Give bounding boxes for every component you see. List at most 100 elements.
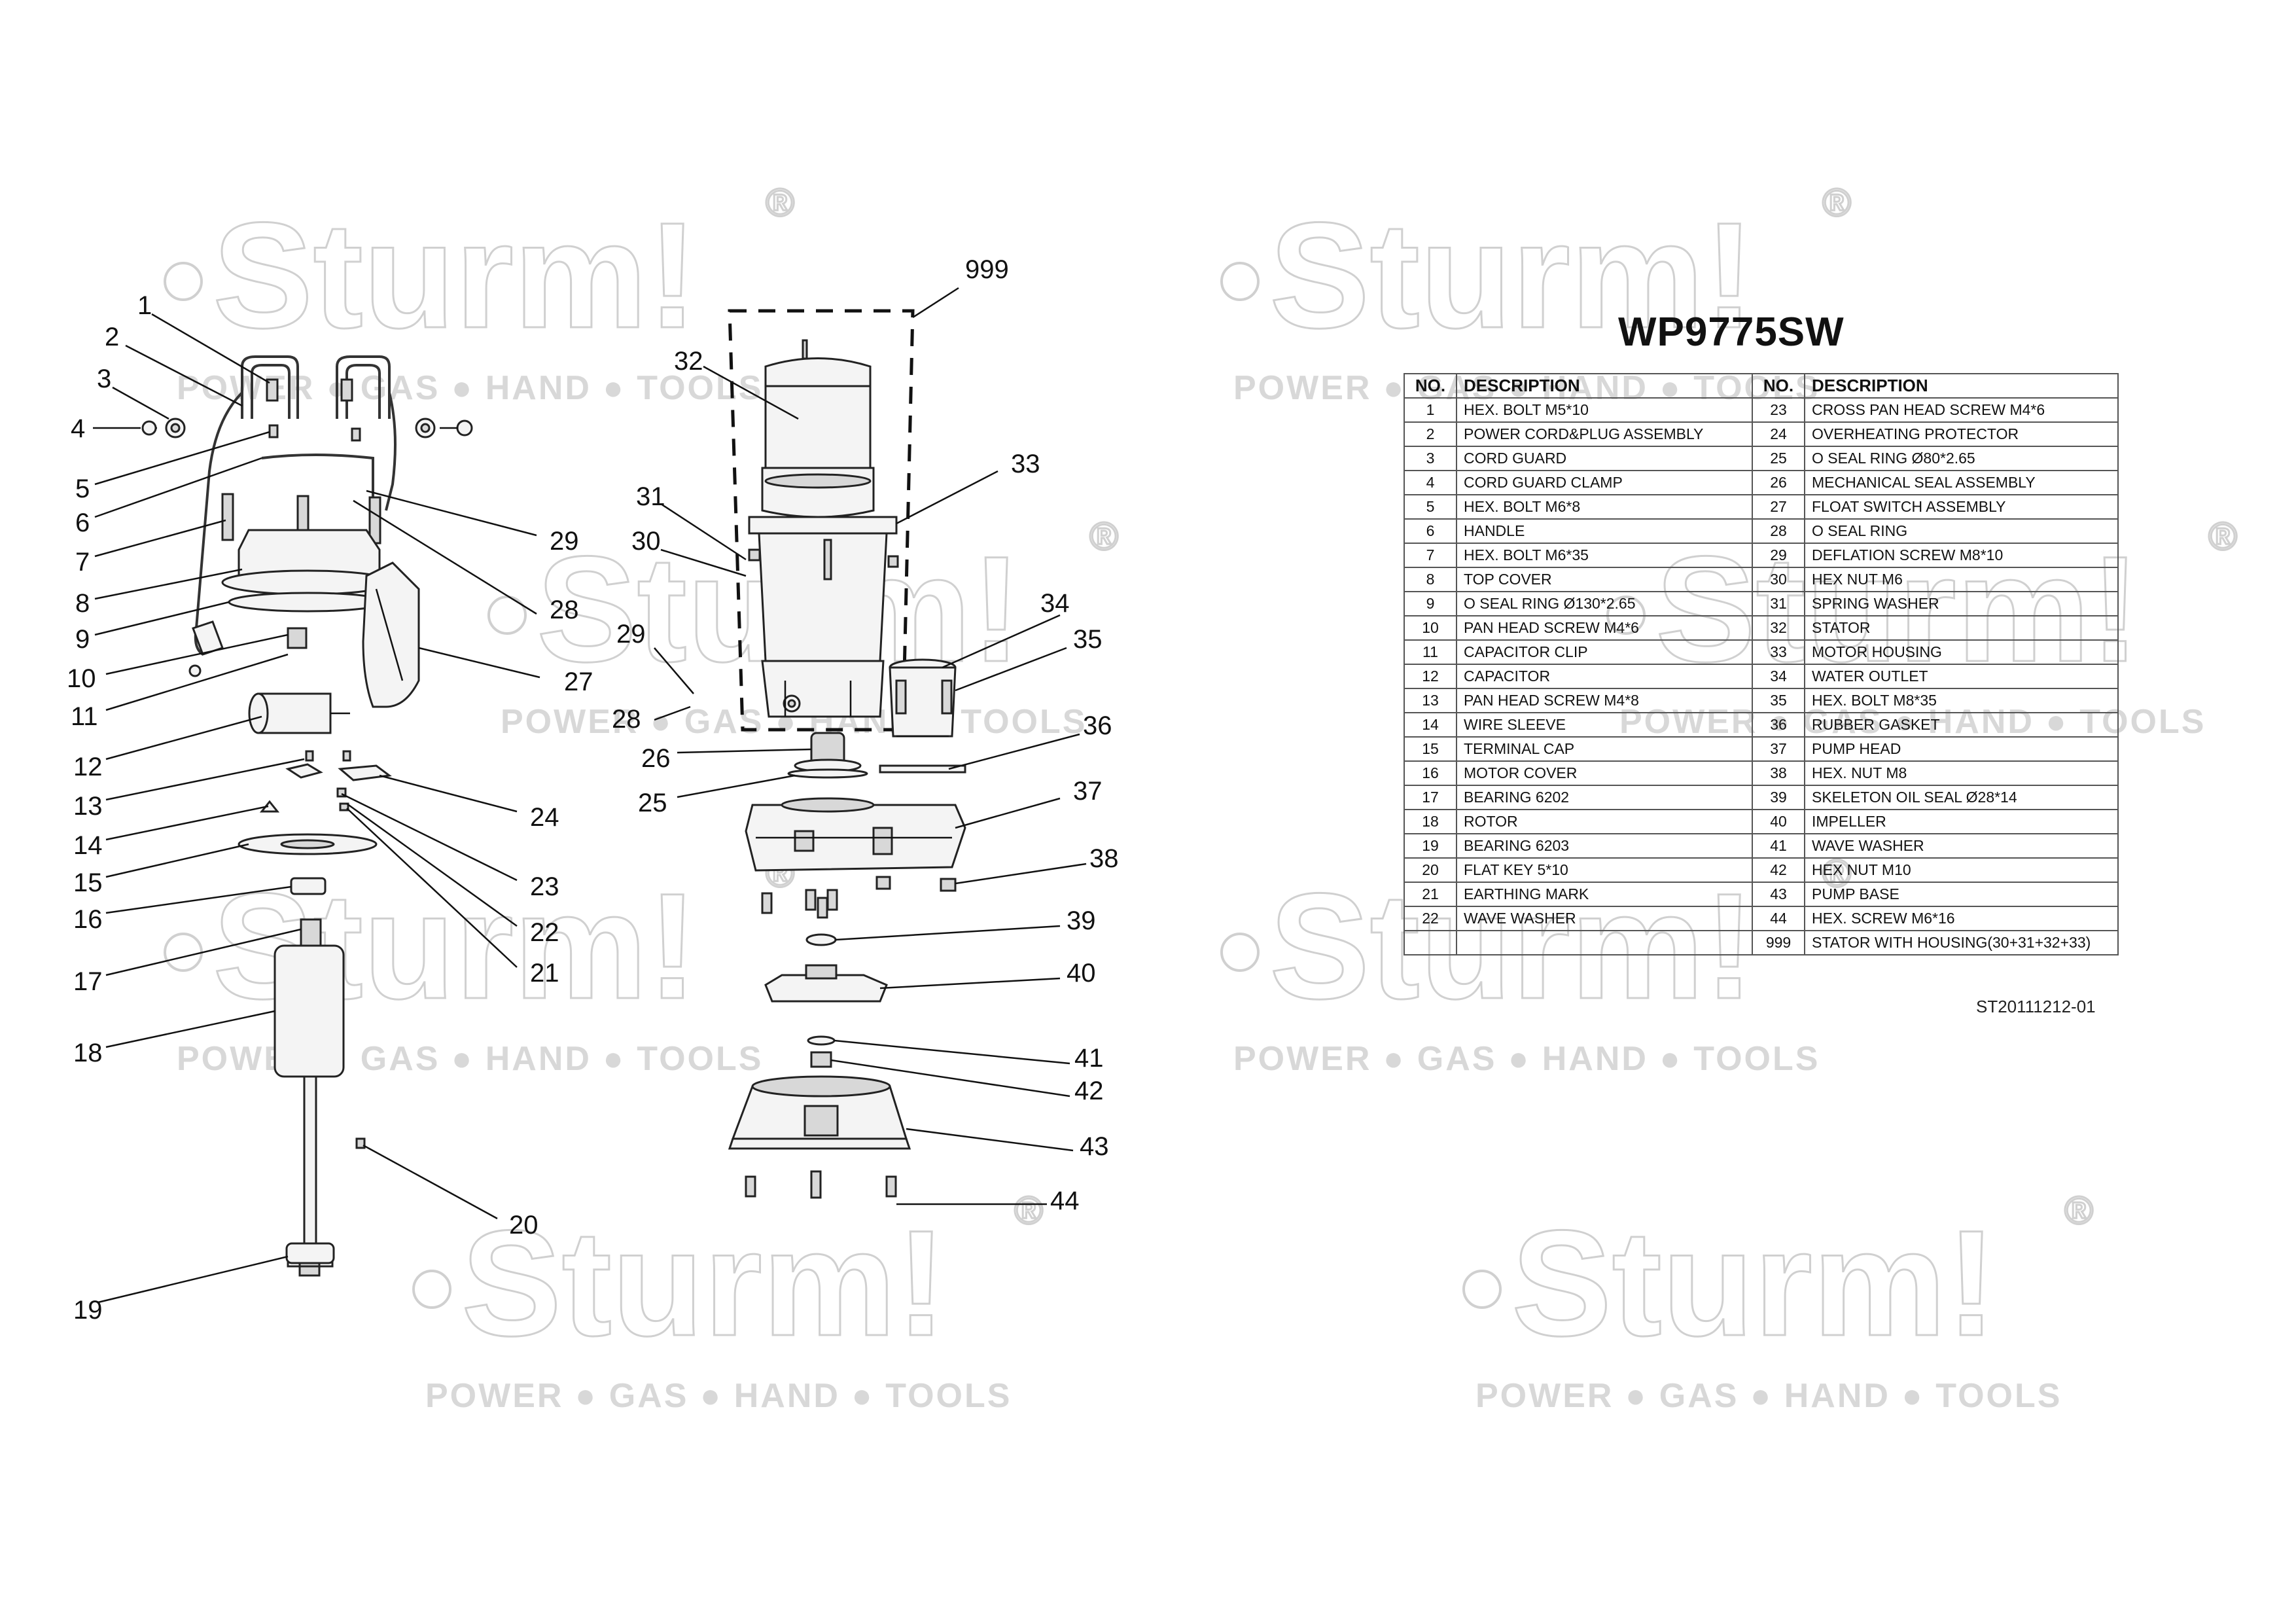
left-no: 21 — [1404, 882, 1457, 907]
watermark-logo-dot — [412, 1270, 451, 1309]
watermark-registered-mark: ® — [766, 181, 794, 224]
callout-6: 6 — [75, 508, 90, 537]
left-no: 22 — [1404, 906, 1457, 931]
left-description: TOP COVER — [1456, 567, 1753, 592]
left-description: POWER CORD&PLUG ASSEMBLY — [1456, 421, 1753, 447]
table-header-row: NO. DESCRIPTION NO. DESCRIPTION — [1404, 373, 2119, 399]
left-description: HEX. BOLT M6*8 — [1456, 494, 1753, 520]
watermark-brand: Sturm! — [213, 191, 698, 359]
header-description-right: DESCRIPTION — [1804, 373, 2119, 399]
right-no: 24 — [1752, 421, 1805, 447]
cord-guard-parts — [141, 418, 473, 438]
left-description: WIRE SLEEVE — [1456, 712, 1753, 738]
oil-seal — [805, 933, 837, 946]
callout-35: 35 — [1073, 625, 1103, 654]
capacitor-group — [248, 692, 392, 813]
model-title: WP9775SW — [1618, 310, 1845, 355]
right-no: 37 — [1752, 736, 1805, 762]
callout-17: 17 — [73, 967, 103, 996]
right-no: 33 — [1752, 639, 1805, 665]
left-no — [1404, 930, 1457, 955]
right-description: CROSS PAN HEAD SCREW M4*6 — [1804, 397, 2119, 423]
top-cover — [221, 493, 394, 649]
left-no: 7 — [1404, 543, 1457, 568]
left-no: 3 — [1404, 446, 1457, 471]
left-description: PAN HEAD SCREW M4*8 — [1456, 688, 1753, 713]
callout-36: 36 — [1083, 711, 1112, 740]
header-no-left: NO. — [1404, 373, 1457, 399]
right-no: 43 — [1752, 882, 1805, 907]
left-no: 15 — [1404, 736, 1457, 762]
right-description: SKELETON OIL SEAL Ø28*14 — [1804, 785, 2119, 810]
right-no: 25 — [1752, 446, 1805, 471]
callout-31: 31 — [636, 482, 665, 511]
right-no: 31 — [1752, 591, 1805, 616]
callout-43: 43 — [1080, 1132, 1109, 1161]
callout-11: 11 — [71, 702, 98, 731]
right-no: 40 — [1752, 809, 1805, 834]
right-description: WAVE WASHER — [1804, 833, 2119, 859]
bearing-6203 — [285, 1242, 335, 1264]
callout-34: 34 — [1040, 589, 1070, 618]
callout-40: 40 — [1067, 959, 1096, 988]
callouts: 1 2 3 4 5 6 7 8 9 10 11 12 13 14 15 16 1… — [67, 255, 1119, 1325]
right-no: 30 — [1752, 567, 1805, 592]
right-description: STATOR WITH HOUSING(30+31+32+33) — [1804, 930, 2119, 955]
left-description: CAPACITOR — [1456, 664, 1753, 689]
right-no: 28 — [1752, 518, 1805, 544]
right-description: MOTOR HOUSING — [1804, 639, 2119, 665]
document-code: ST20111212-01 — [1976, 997, 2096, 1016]
right-description: O SEAL RING — [1804, 518, 2119, 544]
watermark-logo-dot — [1220, 933, 1260, 972]
leader-lines — [93, 287, 1087, 1304]
watermark-registered-mark: ® — [1014, 1188, 1043, 1232]
callout-999: 999 — [965, 255, 1009, 284]
watermark-logo-dot — [487, 596, 527, 635]
seals — [787, 732, 966, 779]
callout-21: 21 — [530, 959, 559, 988]
callout-38: 38 — [1089, 844, 1119, 873]
header-description-left: DESCRIPTION — [1456, 373, 1753, 399]
left-no: 10 — [1404, 615, 1457, 641]
callout-23: 23 — [530, 872, 559, 901]
callout-33: 33 — [1011, 450, 1040, 478]
handle-and-cord — [188, 355, 397, 677]
hex-nuts-and-bolts — [761, 876, 957, 919]
right-description: DEFLATION SCREW M8*10 — [1804, 543, 2119, 568]
left-description: BEARING 6202 — [1456, 785, 1753, 810]
left-no: 13 — [1404, 688, 1457, 713]
water-outlet — [889, 658, 957, 738]
callout-16: 16 — [73, 905, 103, 934]
impeller — [764, 964, 888, 1003]
pump-head — [745, 797, 966, 872]
callout-5: 5 — [75, 474, 90, 503]
callout-3: 3 — [97, 365, 111, 393]
right-no: 34 — [1752, 664, 1805, 689]
motor-cover-and-rotor — [238, 833, 378, 1277]
float-switch — [362, 562, 420, 708]
watermark-logo-dot — [164, 262, 203, 301]
watermark-registered-mark: ® — [2208, 514, 2237, 558]
stator — [761, 339, 875, 518]
left-no: 5 — [1404, 494, 1457, 520]
watermark-brand: Sturm! — [461, 1199, 946, 1367]
right-no: 39 — [1752, 785, 1805, 810]
right-description: HEX. SCREW M6*16 — [1804, 906, 2119, 931]
left-no: 6 — [1404, 518, 1457, 544]
left-no: 8 — [1404, 567, 1457, 592]
left-no: 9 — [1404, 591, 1457, 616]
callout-18: 18 — [73, 1039, 103, 1067]
callout-19: 19 — [73, 1296, 103, 1325]
watermark-logo-dot — [1220, 262, 1260, 301]
